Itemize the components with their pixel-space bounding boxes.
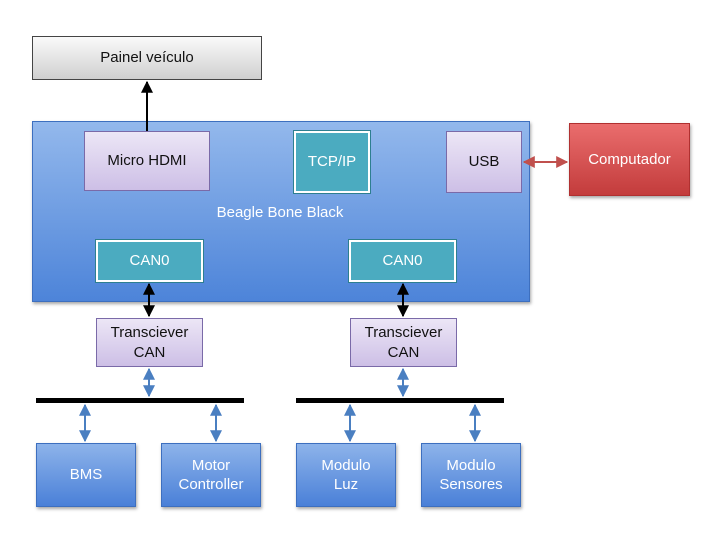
modulo-sensores-line1: Modulo xyxy=(446,456,496,474)
transceiver-left-line1: Transciever xyxy=(110,324,189,341)
modulo-sensores-box: Modulo Sensores xyxy=(421,443,521,507)
can0-right-box: CAN0 xyxy=(348,239,457,283)
tcpip-box: TCP/IP xyxy=(293,130,371,194)
transceiver-left-line2: CAN xyxy=(133,343,166,361)
motor-controller-line1: Motor xyxy=(191,456,231,474)
usb-label: USB xyxy=(468,153,500,171)
computador-box: Computador xyxy=(569,123,690,196)
transceiver-right-line1: Transciever xyxy=(364,324,443,341)
can0-left-label: CAN0 xyxy=(129,252,170,270)
micro-hdmi-box: Micro HDMI xyxy=(84,131,210,191)
modulo-sensores-line2: Sensores xyxy=(439,476,503,493)
transceiver-right-box: Transciever CAN xyxy=(350,318,457,367)
usb-box: USB xyxy=(446,131,522,193)
bms-label: BMS xyxy=(69,466,103,484)
tcpip-label: TCP/IP xyxy=(307,153,357,171)
motor-controller-line2: Controller xyxy=(178,476,244,493)
transceiver-left-box: Transciever CAN xyxy=(96,318,203,367)
can0-left-box: CAN0 xyxy=(95,239,204,283)
beaglebone-label: Beagle Bone Black xyxy=(216,204,344,221)
modulo-luz-box: Modulo Luz xyxy=(296,443,396,507)
can0-right-label: CAN0 xyxy=(382,252,423,270)
computador-label: Computador xyxy=(588,150,671,168)
can-bus-left xyxy=(36,398,244,403)
painel-veiculo-box: Painel veículo xyxy=(32,36,262,80)
motor-controller-box: Motor Controller xyxy=(161,443,261,507)
modulo-luz-line1: Modulo xyxy=(321,456,371,474)
can-bus-right xyxy=(296,398,504,403)
transceiver-right-line2: CAN xyxy=(387,343,420,361)
painel-veiculo-label: Painel veículo xyxy=(100,49,194,67)
micro-hdmi-label: Micro HDMI xyxy=(107,152,187,170)
bms-box: BMS xyxy=(36,443,136,507)
modulo-luz-line2: Luz xyxy=(333,476,359,493)
